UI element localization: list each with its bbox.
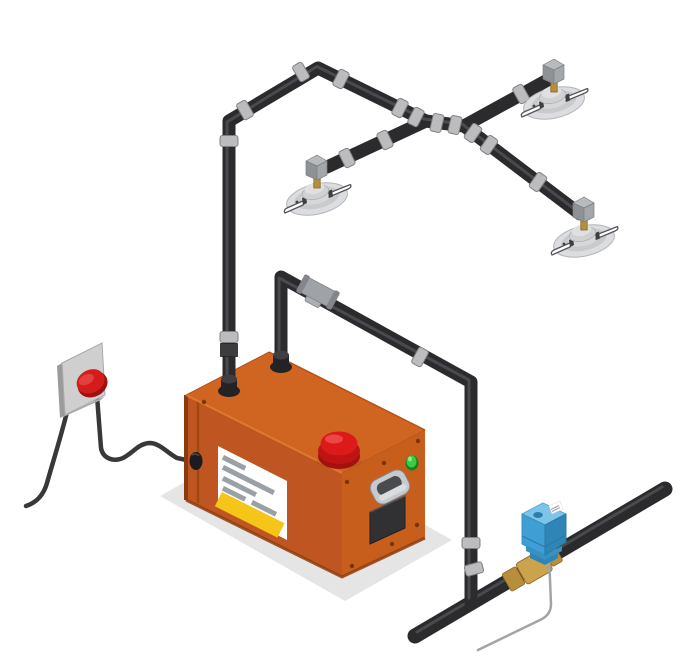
actuator-dial [533,512,543,518]
screws [201,399,421,569]
power-cable [23,409,70,509]
pipe-couplers [219,61,548,357]
red-push-button[interactable] [72,364,112,403]
branch-nozzle-2 [457,70,560,133]
pipe-flange-2 [270,350,292,373]
pipe-flange-1 [218,374,240,397]
actuator-label [548,500,564,515]
manual-shutoff-valve[interactable] [294,274,341,314]
status-led [405,455,419,471]
valve-actuator [521,500,567,565]
signal-cable [94,393,194,464]
motorized-ball-valve[interactable] [476,500,567,652]
cable-grommet [189,452,203,470]
emergency-stop-button[interactable] [57,342,112,418]
red-alarm-cap[interactable] [316,431,362,470]
carry-handle[interactable] [367,467,413,507]
warning-label [214,446,287,540]
control-unit [184,351,426,579]
label-yellow-stripe [214,492,285,538]
distribution-piping [218,61,587,397]
actuator-cable [476,554,553,652]
panel-side [57,363,65,418]
valve-feed-line [270,270,485,610]
panel-bottom [61,396,105,418]
vent-grille [369,495,406,545]
